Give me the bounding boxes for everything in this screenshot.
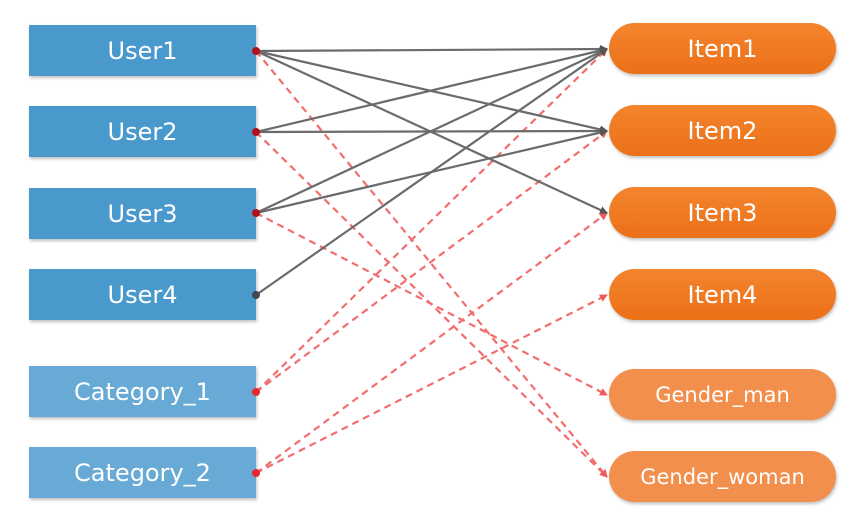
edge-user2-to-item2 [255, 127, 608, 136]
edge-category_1-to-item1 [255, 48, 608, 393]
node-gender-man[interactable]: Gender_man [609, 369, 836, 420]
edge-category_2-to-item4 [255, 294, 608, 474]
node-gender-woman[interactable]: Gender_woman [609, 451, 836, 502]
node-user3[interactable]: User3 [29, 188, 256, 239]
edge-user3-to-item1 [255, 48, 608, 214]
node-category-2[interactable]: Category_2 [29, 447, 256, 498]
node-user2[interactable]: User2 [29, 106, 256, 157]
edge-user1-to-item2 [255, 49, 608, 134]
edge-user3-to-item2 [255, 128, 608, 215]
node-category-1[interactable]: Category_1 [29, 366, 256, 417]
node-item1[interactable]: Item1 [609, 23, 836, 74]
edge-user3-to-gender_man [255, 212, 608, 396]
node-item3[interactable]: Item3 [609, 187, 836, 238]
node-item4[interactable]: Item4 [609, 269, 836, 320]
node-item2[interactable]: Item2 [609, 105, 836, 156]
edge-user2-to-item1 [255, 46, 608, 134]
edge-user4-to-item1 [255, 48, 608, 296]
node-user4[interactable]: User4 [29, 269, 256, 320]
edge-user1-to-item1 [255, 45, 608, 54]
node-user1[interactable]: User1 [29, 25, 256, 76]
edge-user1-to-item3 [255, 50, 608, 214]
edge-user1-to-gender_woman [255, 50, 608, 478]
edge-user2-to-gender_woman [255, 131, 608, 478]
edge-category_2-to-item3 [255, 212, 608, 474]
edge-category_1-to-item2 [255, 130, 608, 393]
